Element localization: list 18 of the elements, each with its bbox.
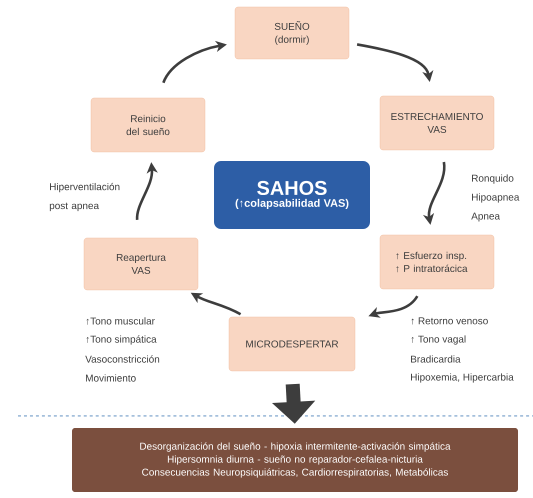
effect-label: Bradicardia xyxy=(411,355,461,363)
edge-label: Ronquido Hipoapnea Apnea xyxy=(470,173,533,223)
result-box: Desorganización del sueño - hipoxia intermitente-activación simpática Hipersomnia diurna - sueño no reparador-cefalea-nicturia Consecuencias Neuropsiquiátricas, Cardiorrespiratorias, Metabólicas xyxy=(72,428,518,492)
process-box: ESTRECHAMIENTO VAS xyxy=(380,96,494,150)
effect-label: Vasoconstricción xyxy=(85,355,160,363)
effect-label: ↑ Retorno venoso xyxy=(412,317,488,325)
edge-label: Hiperventilación post apnea xyxy=(48,182,132,212)
process-box: SUEÑO (dormir) xyxy=(234,6,350,60)
process-box: ↑ Esfuerzo insp. ↑ P intratorácica xyxy=(380,234,494,290)
process-box: Reinicio del sueño xyxy=(90,98,206,152)
effect-label: ↑Tono simpática xyxy=(86,335,157,345)
effect-label: ↑Tono muscular xyxy=(86,317,155,325)
effect-label: Movimiento xyxy=(86,374,136,382)
effect-label: ↑ Tono vagal xyxy=(412,335,466,345)
process-box: Reapertura VAS xyxy=(84,238,198,290)
process-box: MICRODESPERTAR xyxy=(228,316,356,372)
effect-label: Hipoxemia, Hipercarbia xyxy=(411,373,514,383)
center-box: SAHOS (↑colapsabilidad VAS) xyxy=(214,160,370,229)
